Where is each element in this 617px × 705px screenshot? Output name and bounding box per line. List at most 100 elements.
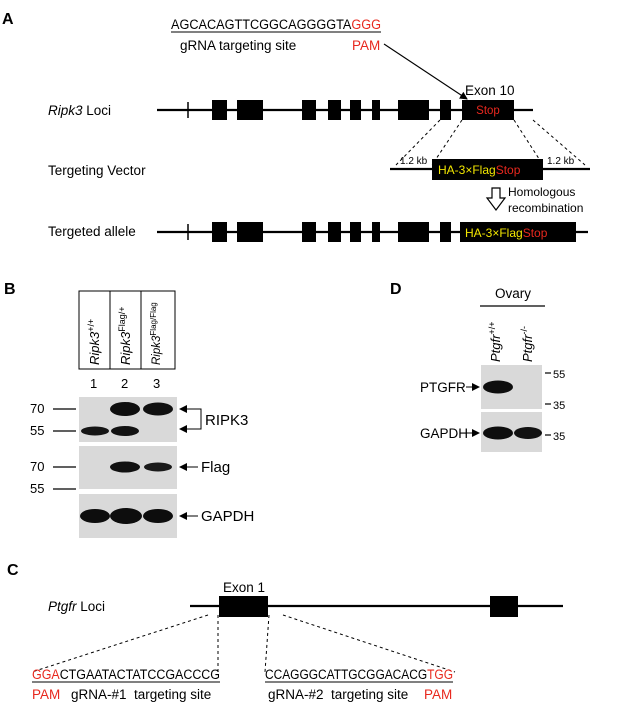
ripk3-loci-label: Ripk3 Loci bbox=[48, 103, 111, 118]
ripk3-band bbox=[143, 402, 173, 416]
ptgfr-lane-1-base: Ptgfr bbox=[488, 334, 503, 362]
panel-a-label: A bbox=[2, 11, 14, 28]
marker-55-d: 55 bbox=[553, 369, 565, 381]
panel-c-label: C bbox=[7, 562, 19, 579]
projection-dash bbox=[395, 119, 441, 166]
down-arrow-icon bbox=[485, 187, 507, 211]
lane-3-genotype-sup: Flag/Flag bbox=[149, 302, 158, 335]
flag-band bbox=[144, 462, 172, 472]
ripk3-band bbox=[111, 426, 139, 436]
ripk3-label: RIPK3 bbox=[205, 412, 248, 429]
ripk3-exon bbox=[398, 100, 429, 120]
grna2-site-label: gRNA-#2 targeting site bbox=[268, 687, 408, 702]
allele-cassette-text: HA-3×FlagStop bbox=[465, 226, 548, 240]
vector-cassette-text: HA-3×FlagStop bbox=[438, 163, 521, 177]
panel-d-label: D bbox=[390, 281, 402, 298]
allele-exon bbox=[212, 222, 227, 242]
lane-1-genotype-base: Ripk3 bbox=[87, 331, 102, 365]
homology-arm-left: 1.2 kb bbox=[400, 156, 428, 167]
grna1-sequence-pam: GGA bbox=[32, 667, 60, 682]
allele-exon bbox=[350, 222, 361, 242]
ripk3-exon bbox=[302, 100, 316, 120]
ptgfr-lane-1-sup: +/+ bbox=[487, 322, 497, 335]
ripk3-exon10 bbox=[462, 100, 514, 120]
grna-sequence: AGCACAGTTCGGCAGGGGTAGGG bbox=[171, 17, 381, 32]
marker-35-gapdh-d: 35 bbox=[553, 431, 565, 443]
allele-exon bbox=[302, 222, 316, 242]
exon1-label: Exon 1 bbox=[223, 580, 265, 595]
ripk3-exon bbox=[350, 100, 361, 120]
allele-cassette bbox=[460, 222, 576, 242]
allele-stop-label: Stop bbox=[523, 226, 548, 240]
targeting-vector-label: Tergeting Vector bbox=[48, 163, 146, 178]
allele-exon bbox=[237, 222, 263, 242]
recombination-label-2: recombination bbox=[508, 201, 583, 215]
gapdh-band bbox=[143, 509, 173, 523]
gapdh-label-b: GAPDH bbox=[201, 508, 254, 525]
grna1-sequence: GGACTGAATACTATCCGACCCG bbox=[32, 667, 220, 682]
projection-dash bbox=[513, 119, 544, 166]
grna2-pam-label: PAM bbox=[424, 687, 452, 702]
lane-1-genotype-sup: +/+ bbox=[86, 319, 96, 332]
grna-site-label: gRNA targeting site bbox=[180, 38, 296, 53]
ripk3-exon bbox=[440, 100, 451, 120]
pam-label: PAM bbox=[352, 38, 380, 53]
ripk3-exon bbox=[328, 100, 341, 120]
ptgfr-lane-2-genotype: Ptgfr-/- bbox=[519, 326, 535, 362]
vector-tag-label: HA-3×Flag bbox=[438, 163, 496, 177]
ripk3-bracket bbox=[194, 408, 202, 430]
ptgfr-band bbox=[483, 380, 513, 394]
grna1-pam-label: PAM bbox=[32, 687, 60, 702]
ptgfr-exon1 bbox=[219, 596, 268, 617]
ptgfr-loci-label: Ptgfr Loci bbox=[48, 599, 105, 614]
recombination-label-1: Homologous bbox=[508, 185, 575, 199]
marker-35-d: 35 bbox=[553, 400, 565, 412]
ptgfr-lane-1-genotype: Ptgfr+/+ bbox=[487, 322, 503, 362]
lane-header-box bbox=[140, 290, 176, 370]
ripk3-exon bbox=[237, 100, 263, 120]
homology-arm-right: 1.2 kb bbox=[547, 156, 575, 167]
lane-3-genotype-base: Ripk3 bbox=[151, 335, 163, 365]
lane-number-3: 3 bbox=[153, 376, 160, 391]
lane-2-genotype-sup: Flag/+ bbox=[117, 306, 127, 331]
flag-band bbox=[110, 461, 140, 473]
marker-70: 70 bbox=[30, 459, 44, 474]
grna1-site-label: gRNA-#1 targeting site bbox=[71, 687, 211, 702]
grna2-sequence: CCAGGGCATTGCGGACACGTGG bbox=[265, 667, 453, 682]
exon10-stop-label: Stop bbox=[476, 105, 500, 117]
ripk3-band bbox=[110, 402, 140, 416]
ripk3-loci-italic: Ripk3 bbox=[48, 103, 83, 118]
grna-pointer-arrow bbox=[383, 43, 468, 100]
gapdh-band bbox=[483, 426, 513, 440]
allele-tag-label: HA-3×Flag bbox=[465, 226, 523, 240]
grna2-sequence-main: CCAGGGCATTGCGGACACG bbox=[265, 667, 427, 682]
allele-exon bbox=[440, 222, 451, 242]
panel-b-label: B bbox=[4, 281, 16, 298]
projection-dash bbox=[431, 119, 463, 166]
targeted-allele-label: Tergeted allele bbox=[48, 224, 136, 239]
vector-stop-label: Stop bbox=[496, 163, 521, 177]
lane-3-genotype: Ripk3Flag/Flag bbox=[149, 302, 163, 365]
ripk3-exon bbox=[372, 100, 380, 120]
tissue-label: Ovary bbox=[495, 286, 531, 301]
projection-dash bbox=[264, 614, 270, 673]
lane-number-2: 2 bbox=[121, 376, 128, 391]
panel-b: B Ripk3+/+ Ripk3Flag/+ Ripk3Flag/Flag 1 … bbox=[4, 281, 254, 538]
ripk3-exon bbox=[212, 100, 227, 120]
exon10-label: Exon 10 bbox=[465, 83, 515, 98]
allele-exon bbox=[398, 222, 429, 242]
gapdh-band bbox=[80, 509, 110, 523]
allele-exon bbox=[372, 222, 380, 242]
gapdh-label-d: GAPDH bbox=[420, 426, 468, 441]
ptgfr-loci-italic: Ptgfr bbox=[48, 599, 77, 614]
lane-2-genotype-base: Ripk3 bbox=[118, 331, 133, 365]
panel-c: C Exon 1 Ptgfr Loci GGACTGAATACTATCCGACC… bbox=[7, 562, 563, 702]
marker-55: 55 bbox=[30, 481, 44, 496]
allele-exon bbox=[328, 222, 341, 242]
ptgfr-exon bbox=[490, 596, 518, 617]
grna2-sequence-pam: TGG bbox=[427, 667, 453, 682]
gapdh-band bbox=[110, 508, 142, 524]
projection-dash bbox=[31, 614, 209, 673]
lane-number-1: 1 bbox=[90, 376, 97, 391]
